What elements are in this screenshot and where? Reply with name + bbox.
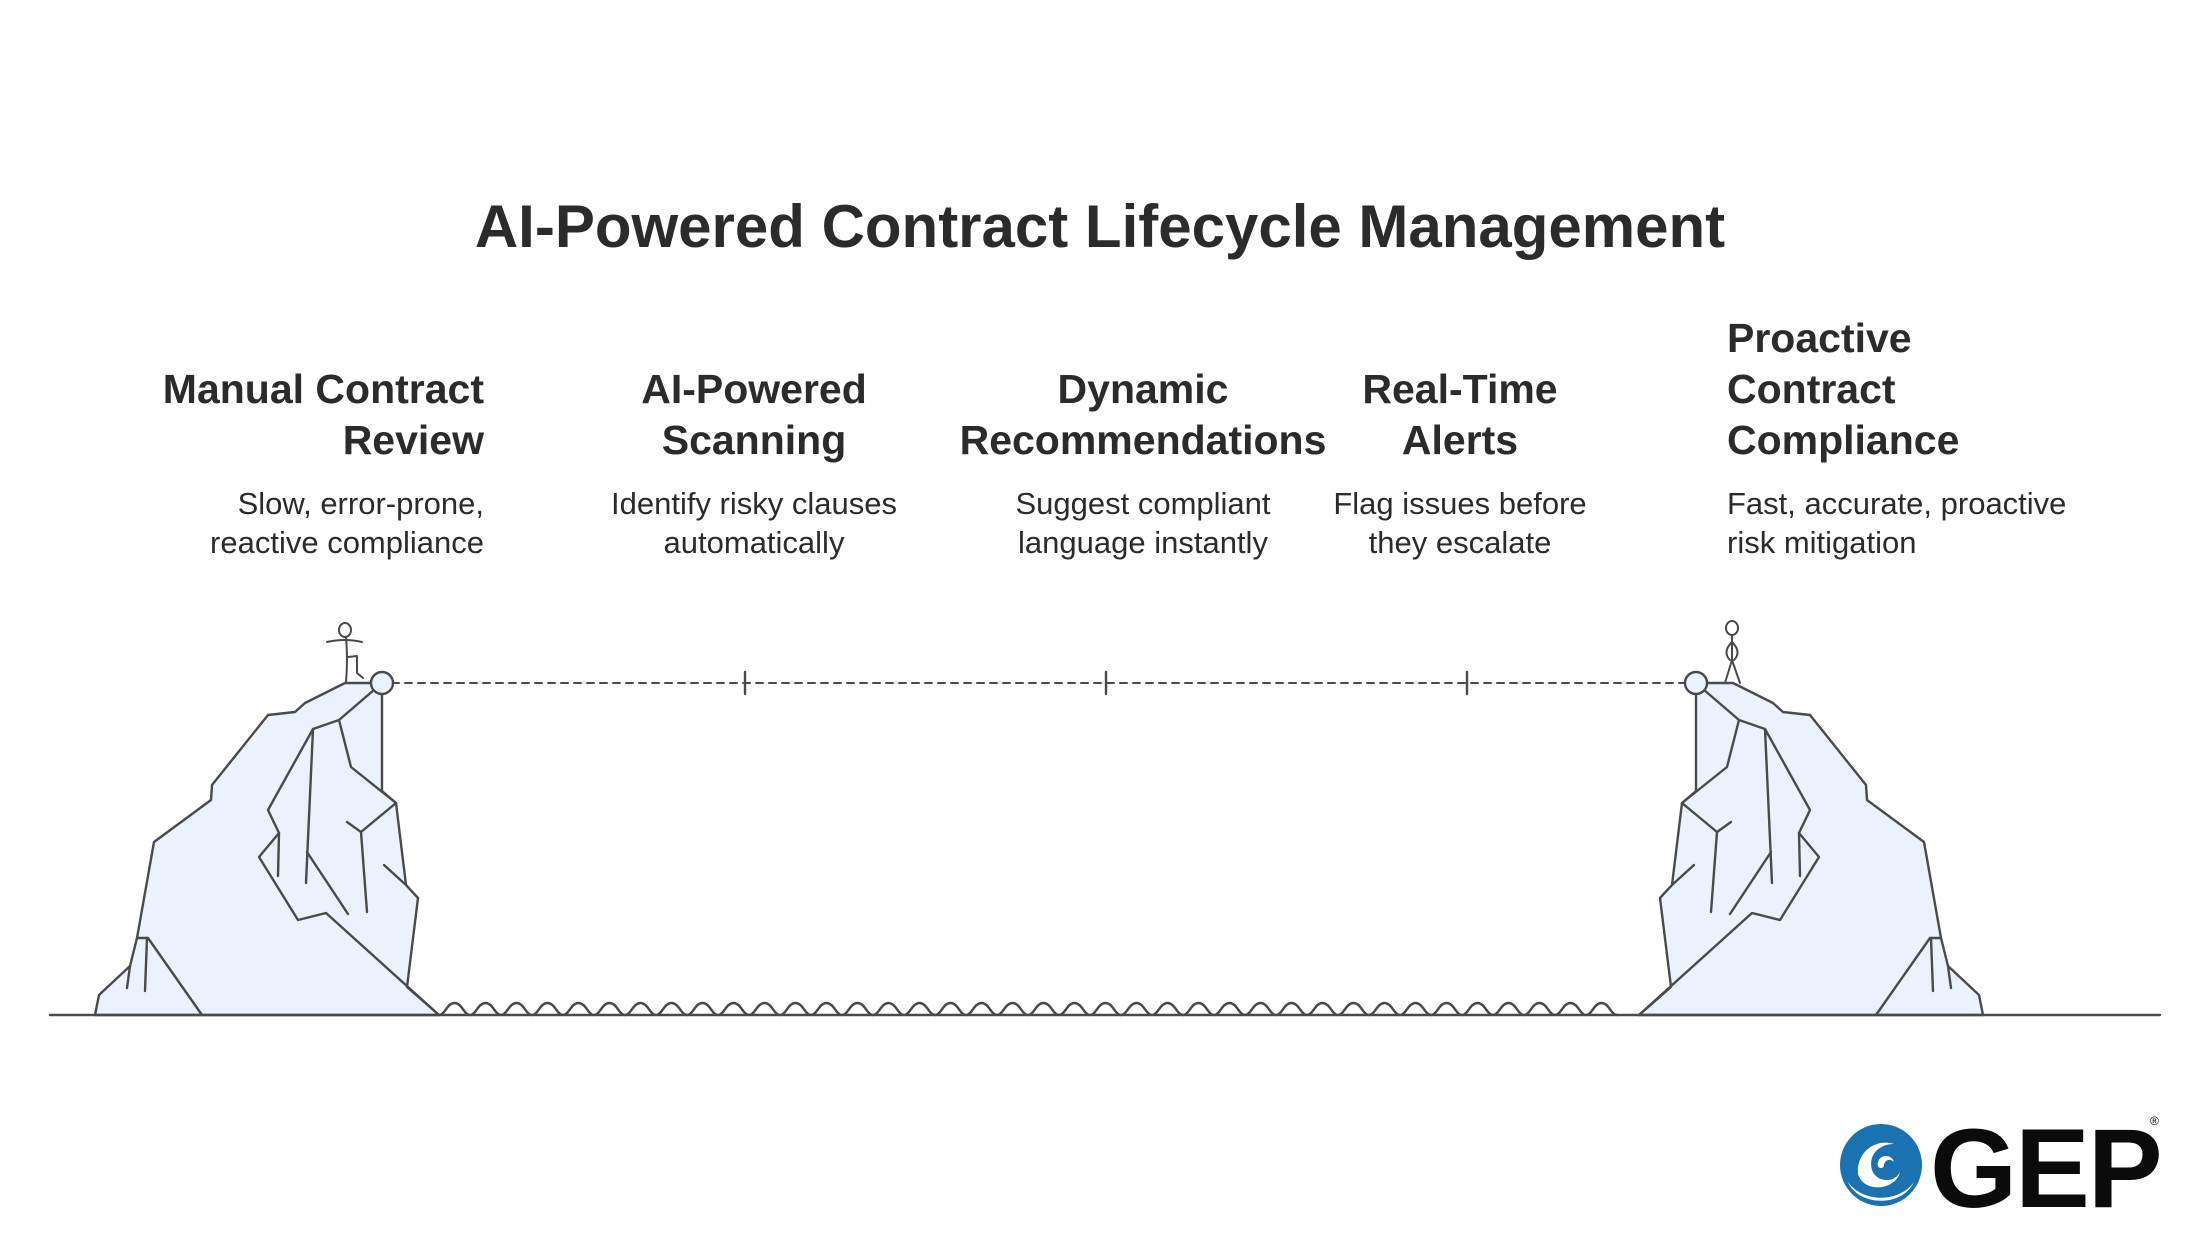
stage-real-time-alerts: Real-Time Alerts Flag issues before they… [1310, 364, 1610, 562]
start-anchor-circle [369, 670, 395, 696]
left-cliff [93, 681, 441, 1017]
stick-figure-balancing-icon [326, 622, 364, 683]
stage-description: Slow, error-prone, reactive compliance [210, 486, 484, 560]
stage-manual-review: Manual Contract Review Slow, error-prone… [84, 364, 484, 562]
stage-description: Identify risky clauses automatically [611, 486, 897, 560]
water-waves [437, 1001, 1619, 1017]
right-cliff [1637, 681, 1985, 1017]
stage-description: Suggest compliant language instantly [1015, 486, 1271, 560]
stage-heading: Dynamic Recommendations [959, 366, 1327, 463]
page-title: AI-Powered Contract Lifecycle Management [474, 193, 1726, 260]
stage-dynamic-recommendations: Dynamic Recommendations Suggest complian… [943, 364, 1343, 562]
gep-swirl-icon [1840, 1124, 1922, 1206]
stage-ai-scanning: AI-Powered Scanning Identify risky claus… [554, 364, 954, 562]
stage-heading: Real-Time Alerts [1362, 366, 1558, 463]
stick-figure-standing-icon [1724, 620, 1741, 684]
gep-logo: GEP ® [1838, 1106, 2168, 1231]
logo-text: GEP [1930, 1106, 2163, 1231]
registered-mark: ® [2150, 1114, 2159, 1128]
stage-proactive-compliance: Proactive Contract Compliance Fast, accu… [1727, 313, 2147, 562]
stage-description: Flag issues before they escalate [1333, 486, 1587, 560]
stage-heading: Proactive Contract Compliance [1727, 315, 1960, 463]
stage-description: Fast, accurate, proactive risk mitigatio… [1727, 486, 2067, 560]
stage-heading: AI-Powered Scanning [641, 366, 867, 463]
end-anchor-circle [1683, 670, 1709, 696]
stage-heading: Manual Contract Review [162, 366, 484, 463]
